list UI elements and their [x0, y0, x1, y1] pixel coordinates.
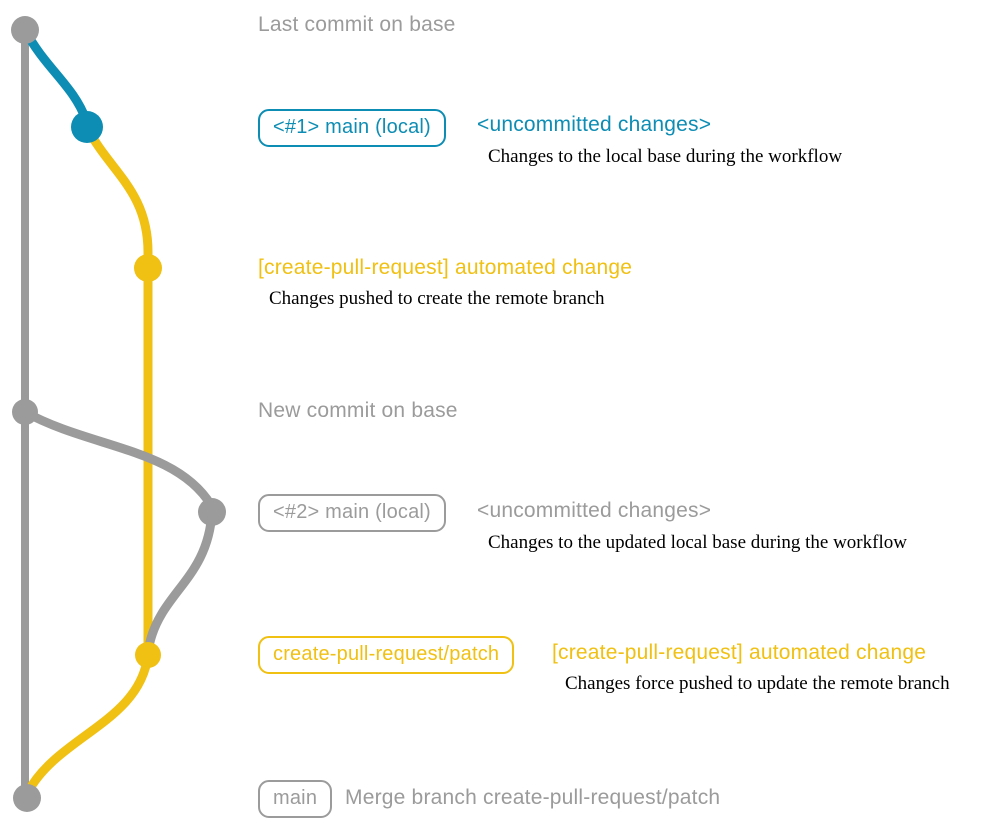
- commit-dot-local-main-1: [71, 111, 103, 143]
- caption-updated-local-base-changes: Changes to the updated local base during…: [488, 532, 907, 553]
- patch-merge-line: [23, 650, 153, 797]
- caption-local-base-changes: Changes to the local base during the wor…: [488, 146, 843, 167]
- commit-message-automated-change-2: [create-pull-request] automated change: [552, 641, 927, 664]
- local-main-branch-line: [20, 25, 91, 125]
- caption-changes-pushed: Changes pushed to create the remote bran…: [269, 288, 605, 309]
- commit-message-automated-change-1: [create-pull-request] automated change: [258, 256, 633, 279]
- commit-dot-merge: [13, 784, 41, 812]
- label-last-commit-on-base: Last commit on base: [258, 13, 456, 36]
- commit-dot-patch-1: [134, 254, 162, 282]
- label-new-commit-on-base: New commit on base: [258, 399, 458, 422]
- commit-message-uncommitted-1: <uncommitted changes>: [477, 113, 712, 136]
- branch-badge-main-local-2: <#2> main (local): [258, 494, 446, 532]
- commit-dot-patch-2: [135, 642, 161, 668]
- branch-badge-main-local-1: <#1> main (local): [258, 109, 446, 147]
- branch-badge-patch: create-pull-request/patch: [258, 636, 515, 674]
- commit-dot-last-base: [11, 16, 39, 44]
- base-to-patch-curve: [145, 507, 217, 647]
- branch-badge-main: main: [258, 780, 333, 818]
- base-update-curve: [20, 407, 216, 510]
- commit-message-uncommitted-2: <uncommitted changes>: [477, 499, 712, 522]
- caption-changes-force-pushed: Changes force pushed to update the remot…: [565, 673, 950, 694]
- commit-dot-local-main-2: [198, 498, 226, 526]
- commit-dot-new-base: [12, 399, 38, 425]
- patch-branch-line: [82, 122, 153, 653]
- commit-message-merge: Merge branch create-pull-request/patch: [345, 786, 721, 809]
